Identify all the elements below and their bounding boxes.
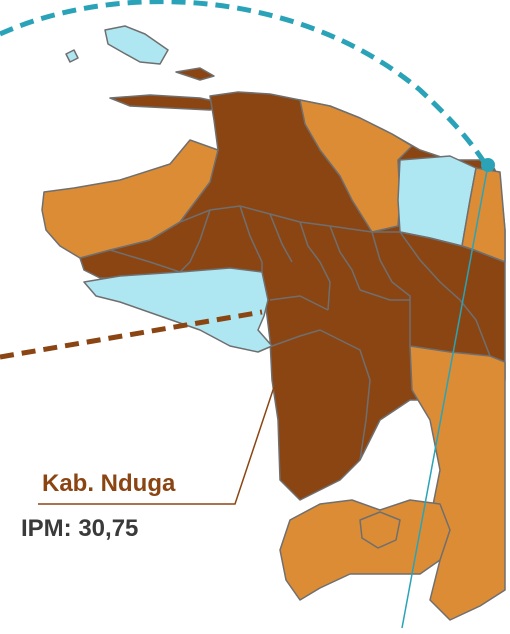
callout-ipm-value: IPM: 30,75 [21,515,139,542]
region-small-island[interactable] [65,49,79,63]
region-merauke[interactable] [279,499,451,601]
regency-borders [109,205,506,461]
region-island-strip-2[interactable] [175,67,215,81]
nduga-callout-leader [38,365,282,505]
jayapura-marker [481,158,495,172]
jayapura-pointer-line [401,164,489,629]
jayapura-highlight-arc [0,0,489,167]
callout-region-name: Kab. Nduga [42,470,176,497]
region-north-island[interactable] [104,25,169,65]
mimika-highlight-line [0,309,263,360]
region-south-island[interactable] [359,511,401,549]
region-southeast[interactable] [409,345,506,621]
region-mimika[interactable] [83,267,273,353]
